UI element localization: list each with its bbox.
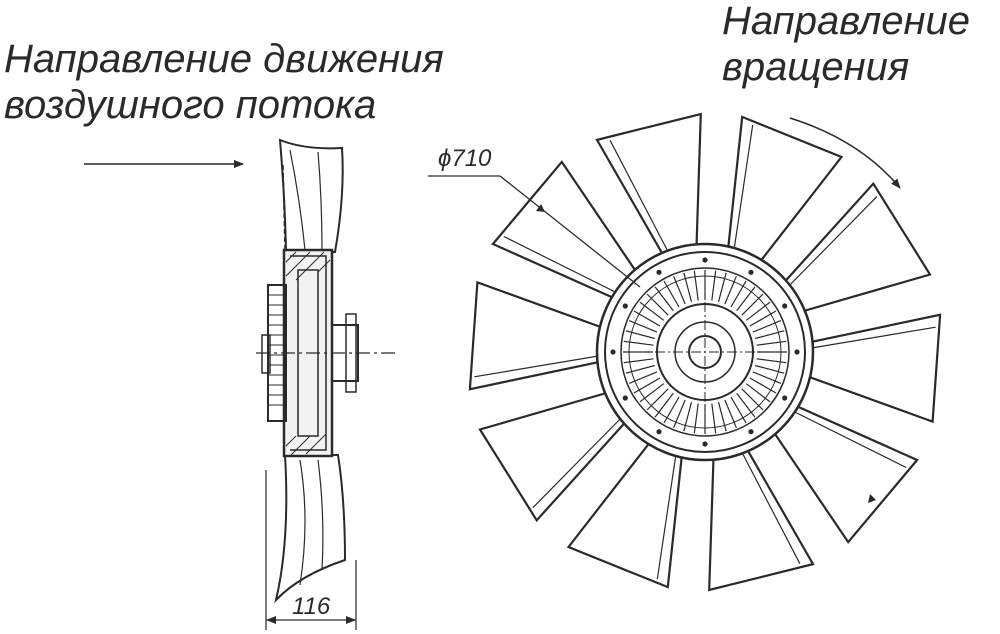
hub-fin [673, 399, 686, 429]
hub-fin [663, 396, 680, 424]
fan-blade [468, 280, 609, 391]
hub-fin [646, 388, 669, 411]
hub-fin [711, 403, 717, 434]
fan-blade-edge [532, 417, 623, 509]
rotation-direction-label: Направление вращения [722, 0, 970, 90]
hub-fin [711, 270, 717, 301]
hub-fin [749, 310, 777, 327]
airflow-direction-label: Направление движения воздушного потока [4, 36, 444, 128]
side-blade-upper [278, 138, 344, 253]
hub-bolt [782, 303, 788, 309]
hub-bolt [610, 349, 616, 355]
hub-fin [745, 301, 771, 321]
fan-blade-edge [503, 235, 618, 294]
fan-front-view [468, 112, 942, 592]
fan-blade-edge [609, 140, 670, 253]
hub-fin [663, 280, 680, 308]
hub-fin [730, 280, 747, 308]
hub-fin [730, 396, 747, 424]
hub-fin [693, 270, 699, 301]
diameter-dimension: ϕ710 [438, 145, 492, 172]
hub-fin [683, 272, 693, 302]
hub-fin [693, 403, 699, 434]
hub-fin [633, 310, 661, 327]
hub-bolt [622, 303, 628, 309]
hub-fin [755, 364, 785, 374]
hub-fin [628, 371, 658, 384]
hub-fin [623, 340, 654, 346]
rotation-label-line-2: вращения [722, 45, 910, 89]
hub-fin [673, 275, 686, 305]
fan-blade-edge [810, 326, 936, 349]
hub-bolt [748, 429, 754, 435]
hub-fin [756, 340, 787, 346]
hub-fin [724, 399, 737, 429]
hub-fin [736, 392, 756, 418]
fan-blade-edge [656, 453, 677, 580]
hub-fin [654, 392, 674, 418]
fan-blade-edge [474, 355, 600, 378]
fan-blade [491, 160, 641, 302]
hub-fin [741, 293, 764, 316]
hub-bolt [656, 429, 662, 435]
hub-fin [745, 383, 771, 403]
fan-blade-edge [740, 451, 801, 564]
hub-fin [623, 358, 654, 364]
hub-fin [736, 286, 756, 312]
hub-bolt [782, 395, 788, 401]
airflow-label-line-2: воздушного потока [4, 83, 377, 127]
hub-fin [724, 275, 737, 305]
diameter-leader [428, 175, 876, 503]
hub-fin [741, 388, 764, 411]
hub-bolt [794, 349, 800, 355]
hub-fin [756, 358, 787, 364]
hub-center [688, 335, 722, 369]
hub-fin [755, 330, 785, 340]
hub-fin [683, 402, 693, 432]
hub-bolt [656, 269, 662, 275]
hub-fin [749, 377, 777, 394]
rotation-label-line-1: Направление [722, 0, 971, 43]
side-hub-hatching [285, 251, 331, 457]
fan-blade [769, 402, 919, 544]
hub-bolt [748, 269, 754, 275]
fan-blade-edge [792, 410, 907, 469]
airflow-label-line-1: Направление движения [4, 37, 444, 81]
fan-side-view [84, 138, 396, 630]
side-blade-lower [274, 454, 347, 604]
hub-fin [717, 402, 727, 432]
hub-fin [625, 364, 655, 374]
hub-fin [654, 286, 674, 312]
fan-blade-edge [787, 195, 878, 287]
hub-bolt [702, 257, 708, 263]
hub-fin [646, 293, 669, 316]
hub-fin [639, 383, 665, 403]
hub-fin [639, 301, 665, 321]
hub-fin [633, 377, 661, 394]
hub-fin [717, 272, 727, 302]
hub-fin [752, 371, 782, 384]
hub-bolts [610, 257, 800, 447]
fan-blades [468, 112, 942, 592]
hub-fin [625, 330, 655, 340]
hub-bolt [622, 395, 628, 401]
hub-fin [628, 320, 658, 333]
width-dimension: 116 [292, 593, 331, 620]
hub-fins [623, 270, 787, 434]
hub-bolt [702, 441, 708, 447]
hub-fin [752, 320, 782, 333]
fan-blade [801, 313, 942, 424]
rotation-arrow [789, 117, 901, 189]
fan-blade-edge [733, 124, 754, 251]
